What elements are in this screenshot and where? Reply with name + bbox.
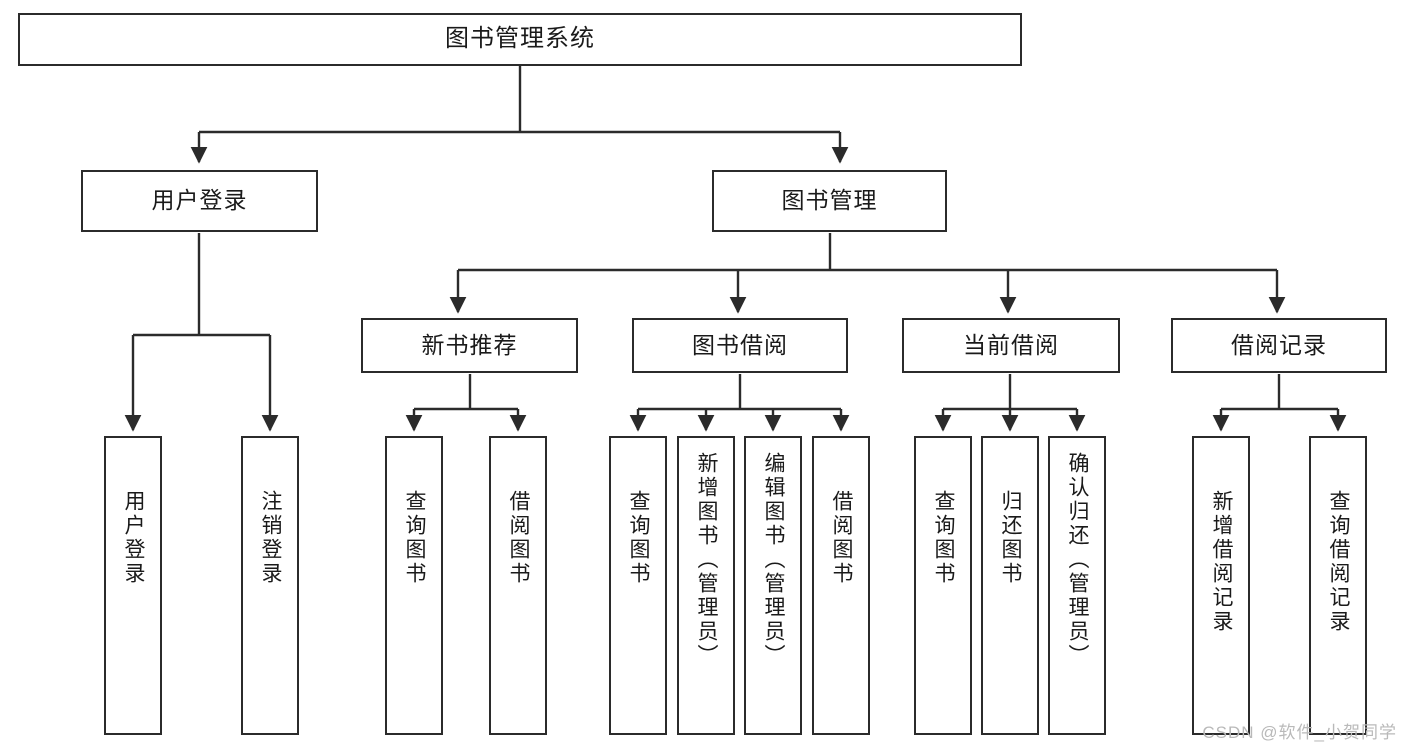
node-root-system[interactable]: 图书管理系统 [18, 13, 1022, 66]
leaf-current-borrow-confirm-return[interactable]: 确认归还（管理员） [1048, 436, 1106, 735]
leaf-label: 新增图书（管理员） [695, 452, 719, 668]
leaf-new-book-query[interactable]: 查询图书 [385, 436, 443, 735]
node-current-borrow[interactable]: 当前借阅 [902, 318, 1120, 373]
leaf-book-borrow-query[interactable]: 查询图书 [609, 436, 667, 735]
leaf-label: 查询图书 [627, 490, 651, 586]
leaf-new-book-borrow[interactable]: 借阅图书 [489, 436, 547, 735]
leaf-user-login-login[interactable]: 用户登录 [104, 436, 162, 735]
leaf-borrow-record-query[interactable]: 查询借阅记录 [1309, 436, 1367, 735]
leaf-label: 归还图书 [999, 490, 1023, 586]
node-book-management[interactable]: 图书管理 [712, 170, 947, 232]
node-new-book-recommend[interactable]: 新书推荐 [361, 318, 578, 373]
node-user-login[interactable]: 用户登录 [81, 170, 318, 232]
leaf-book-borrow-edit[interactable]: 编辑图书（管理员） [744, 436, 802, 735]
leaf-label: 编辑图书（管理员） [762, 452, 786, 668]
leaf-label: 用户登录 [122, 490, 146, 586]
leaf-label: 查询图书 [403, 490, 427, 586]
leaf-label: 查询图书 [932, 490, 956, 586]
leaf-borrow-record-add[interactable]: 新增借阅记录 [1192, 436, 1250, 735]
leaf-label: 新增借阅记录 [1210, 490, 1234, 634]
leaf-current-borrow-query[interactable]: 查询图书 [914, 436, 972, 735]
leaf-user-login-logout[interactable]: 注销登录 [241, 436, 299, 735]
leaf-book-borrow-lend[interactable]: 借阅图书 [812, 436, 870, 735]
leaf-label: 查询借阅记录 [1327, 490, 1351, 634]
node-borrow-record[interactable]: 借阅记录 [1171, 318, 1387, 373]
csdn-watermark: CSDN @软件_小贺同学 [1202, 723, 1397, 742]
leaf-label: 借阅图书 [507, 490, 531, 586]
leaf-label: 注销登录 [259, 490, 283, 586]
leaf-book-borrow-add[interactable]: 新增图书（管理员） [677, 436, 735, 735]
leaf-current-borrow-return[interactable]: 归还图书 [981, 436, 1039, 735]
node-book-borrow[interactable]: 图书借阅 [632, 318, 848, 373]
leaf-label: 确认归还（管理员） [1066, 452, 1090, 668]
leaf-label: 借阅图书 [830, 490, 854, 586]
